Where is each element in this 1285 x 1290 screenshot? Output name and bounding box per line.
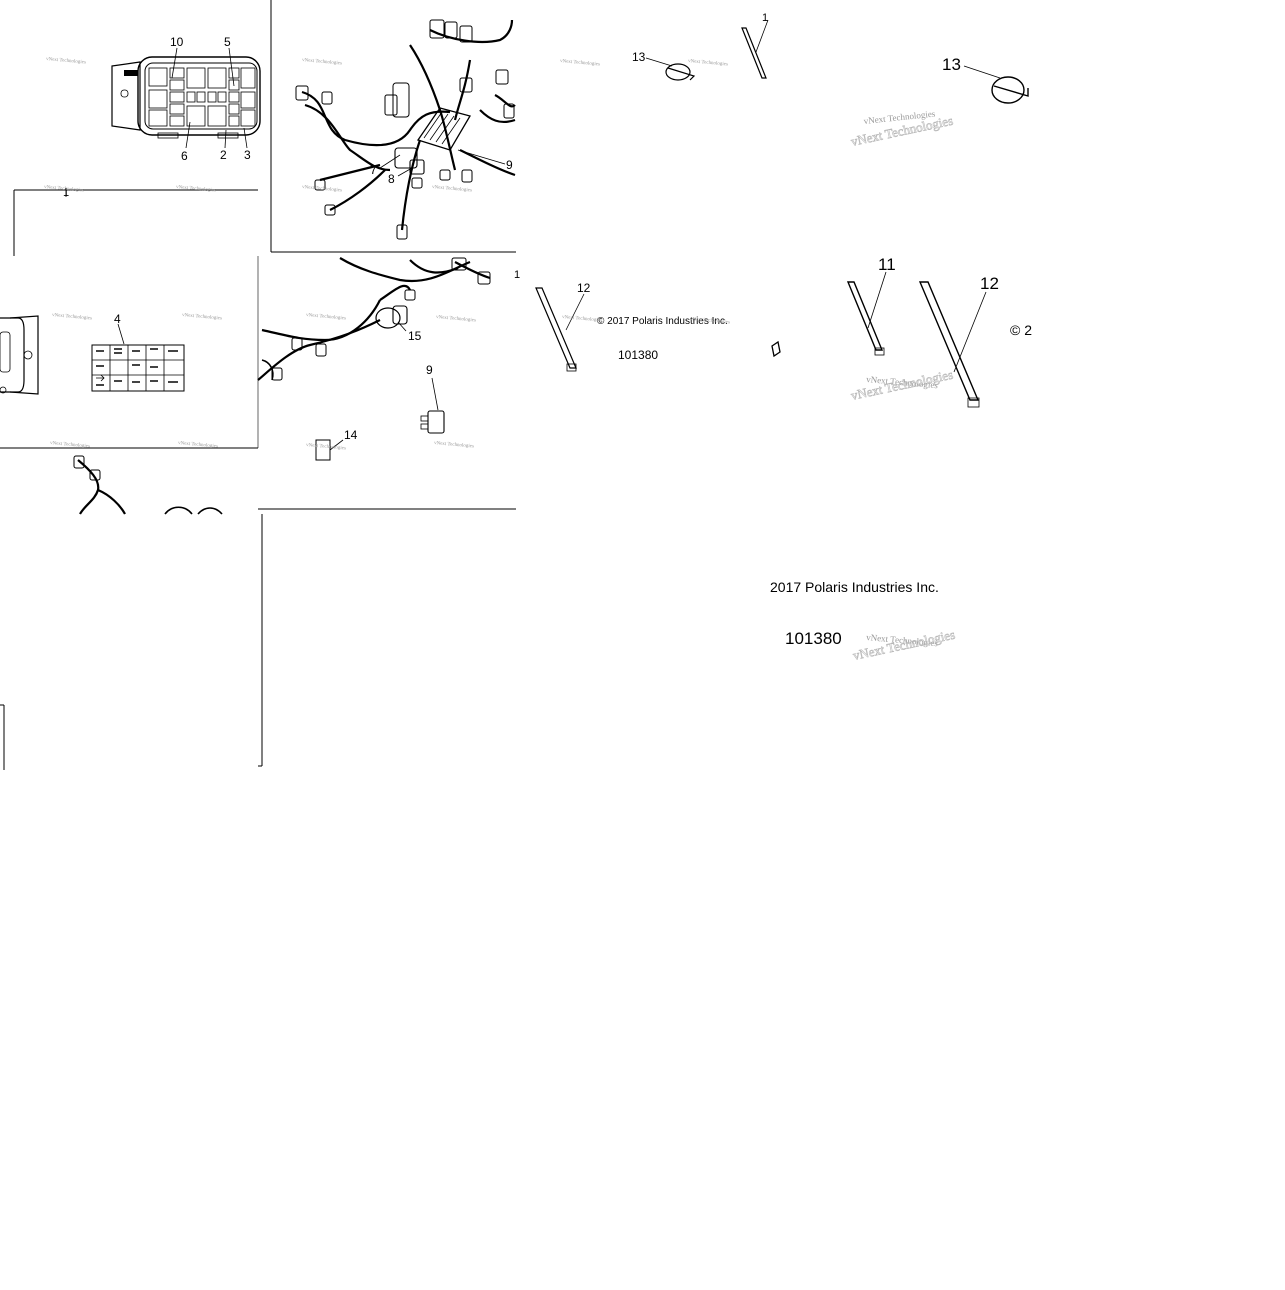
fuse-label-decal: [91, 323, 185, 392]
watermark: vNext Technologies: [50, 441, 90, 449]
small-hardware-parts: [535, 19, 781, 372]
copyright-large: 2017 Polaris Industries Inc.: [770, 579, 939, 595]
watermark: vNext Technologies: [178, 441, 218, 449]
watermark: vNext Technologies: [302, 185, 342, 193]
chassis-wiring-harness: [257, 257, 491, 461]
callout-3: 3: [244, 148, 251, 162]
watermark: vNext Technologies: [306, 443, 346, 451]
watermark: vNext Technologies: [44, 185, 84, 193]
callout-4: 4: [114, 312, 121, 326]
callout-7: 7: [370, 163, 377, 177]
callout-10: 10: [170, 35, 184, 49]
callout-13-large: 13: [942, 55, 961, 74]
watermark: vNext Technologies: [434, 441, 474, 449]
lower-wiring-harness: [73, 455, 223, 515]
panel-borders: [0, 0, 516, 770]
figure-number-small: 101380: [618, 348, 658, 362]
watermark: vNext Technologies: [52, 313, 92, 321]
watermark: vNext Technologies: [46, 57, 86, 65]
fuse-cells: [148, 67, 256, 127]
watermark: vNext Technologies: [182, 313, 222, 321]
main-wiring-harness: [295, 19, 516, 240]
watermark: vNext Technologies: [690, 317, 730, 325]
callout-14: 14: [344, 428, 358, 442]
copyright-small: © 2017 Polaris Industries Inc.: [597, 316, 728, 327]
watermark: vNext Technologies: [306, 313, 346, 321]
fuse-box-assembly: [65, 47, 261, 197]
watermark: vNext Technologies: [436, 315, 476, 323]
callout-12-large: 12: [980, 274, 999, 293]
watermark: vNext Technologies: [850, 367, 955, 403]
watermark: vNext Technologies: [688, 59, 728, 67]
fuse-box-side-view: [0, 315, 39, 395]
callout-9-mid: 9: [426, 363, 433, 377]
large-hardware-parts: [846, 65, 1029, 408]
callout-1-main: 1: [63, 187, 69, 199]
watermark: vNext Technologies: [432, 185, 472, 193]
callout-9-top: 9: [506, 158, 513, 172]
callout-11-small: 1: [762, 12, 768, 24]
callout-8: 8: [388, 172, 395, 186]
callout-5: 5: [224, 35, 231, 49]
callout-numbers: 10 5 6 2 3 1 4 7 8 9 15 9 14 1 13 1 12 1…: [63, 12, 999, 442]
callout-6: 6: [181, 149, 188, 163]
callout-15: 15: [408, 329, 422, 343]
figure-number-large: 101380: [785, 629, 842, 648]
watermark: vNext Technologies: [560, 59, 600, 67]
callout-11-large: 11: [878, 255, 896, 274]
callout-2: 2: [220, 148, 227, 162]
watermark: vNext Technologies: [176, 185, 216, 193]
copyright-large-edge: © 2: [1010, 322, 1032, 338]
watermark: vNext Technologies: [302, 58, 342, 66]
figure-captions: © 2017 Polaris Industries Inc. 101380 20…: [597, 316, 1032, 648]
callout-12-small: 12: [577, 281, 591, 295]
callout-1-center: 1: [514, 269, 520, 281]
callout-13-small: 13: [632, 50, 646, 64]
watermark: vNext Technologies: [562, 315, 602, 323]
